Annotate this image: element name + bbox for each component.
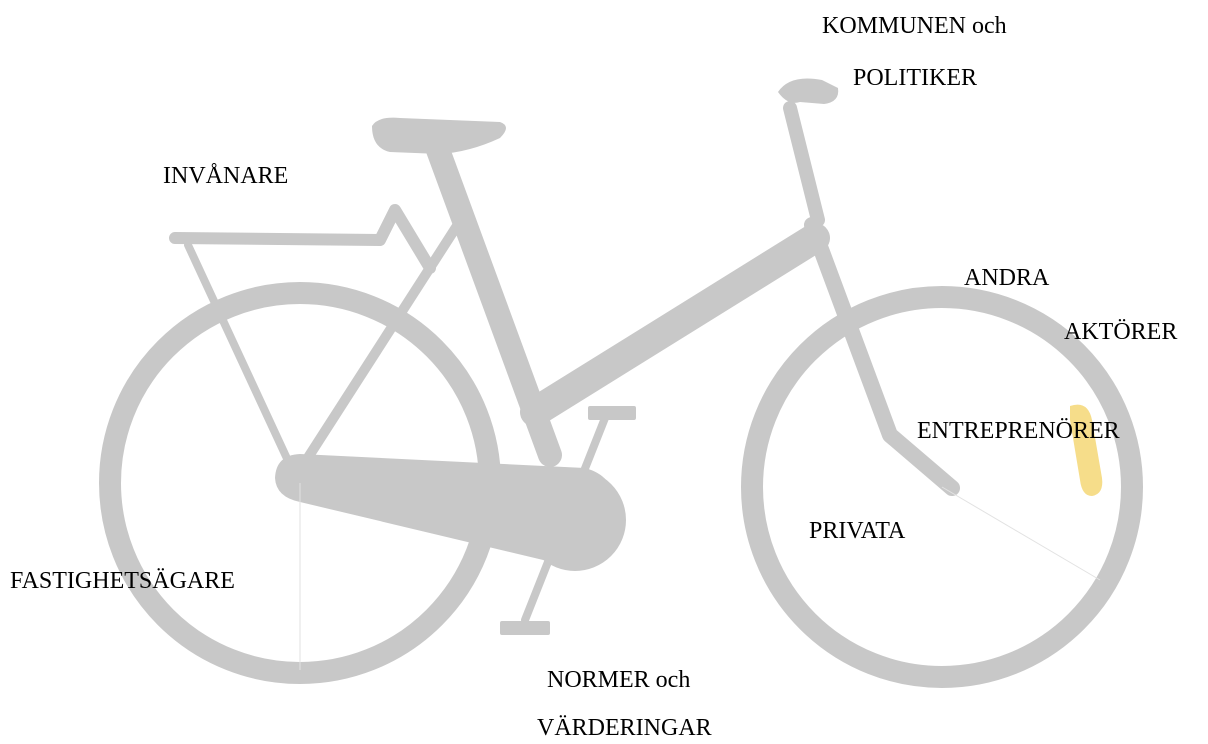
label-kommunen-line1: KOMMUNEN och [822, 13, 1007, 39]
chain-guard [275, 454, 615, 564]
saddle [372, 117, 506, 154]
label-normer-line2: VÄRDERINGAR [537, 715, 712, 741]
label-fastighetsagare: FASTIGHETSÄGARE [10, 568, 235, 594]
front-reflector [1070, 404, 1103, 496]
rack-strut [184, 241, 294, 469]
seat-stay [295, 213, 467, 475]
handlebar [778, 78, 839, 104]
label-andra-line2: AKTÖRER [1064, 319, 1178, 345]
label-normer-line1: NORMER och [547, 667, 691, 693]
lower-pedal [500, 621, 550, 635]
label-entreprenorer: ENTREPRENÖRER [917, 418, 1120, 444]
front-wheel [741, 286, 1143, 688]
front-fork [804, 217, 960, 496]
stem [783, 101, 825, 227]
label-invanare: INVÅNARE [163, 163, 289, 189]
label-kommunen-line2: POLITIKER [853, 65, 977, 91]
label-andra-line1: ANDRA [964, 265, 1050, 291]
rear-rack [169, 204, 436, 274]
upper-pedal [588, 406, 636, 420]
label-privata: PRIVATA [809, 518, 906, 544]
down-tube [520, 223, 830, 427]
